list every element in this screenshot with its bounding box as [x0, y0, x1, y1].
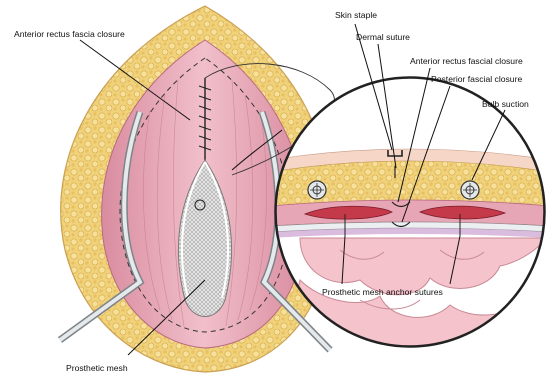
bulb-suction-right: [461, 181, 479, 199]
label-anterior-rectus-fascial-closure: Anterior rectus fascial closure: [410, 56, 523, 66]
label-posterior-fascial-closure: Posterior fascial closure: [431, 74, 522, 84]
cross-section-magnified: [270, 77, 550, 360]
label-prosthetic-mesh: Prosthetic mesh: [66, 363, 128, 373]
label-skin-staple: Skin staple: [335, 10, 377, 20]
label-prosthetic-mesh-anchor-sutures: Prosthetic mesh anchor sutures: [322, 287, 443, 297]
label-dermal-suture: Dermal suture: [356, 32, 410, 42]
label-anterior-rectus-fascia-closure: Anterior rectus fascia closure: [14, 29, 125, 39]
label-bulb-suction: Bulb suction: [482, 99, 529, 109]
bulb-suction-left: [308, 181, 326, 199]
